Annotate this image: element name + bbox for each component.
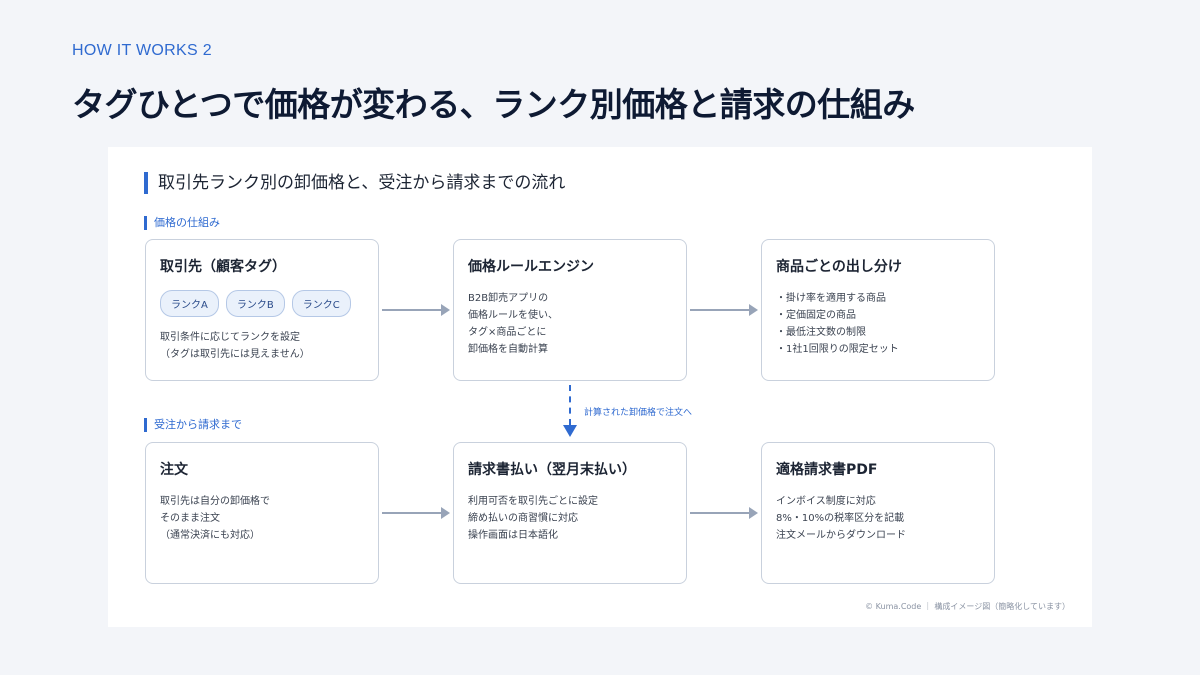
arrow-right-icon (690, 507, 758, 519)
footer-note: © Kuma.Code ｜ 構成イメージ図（簡略化しています） (865, 602, 1070, 611)
card-line: ・掛け率を適用する商品 (776, 293, 886, 304)
rank-tags: ランクA ランクB ランクC (160, 290, 364, 317)
card-qualified-invoice: 適格請求書PDF インボイス制度に対応 8%・10%の税率区分を記載 注文メール… (761, 442, 995, 584)
card-line: 取引先は自分の卸価格で (160, 496, 270, 507)
rank-tag: ランクB (225, 290, 285, 317)
card-line: 取引条件に応じてランクを設定 (160, 332, 300, 343)
panel-heading: 取引先ランク別の卸価格と、受注から請求までの流れ (144, 172, 565, 194)
card-title: 価格ルールエンジン (468, 259, 594, 275)
card-title: 請求書払い（翌月末払い） (468, 462, 636, 478)
card-product-pricing: 商品ごとの出し分け ・掛け率を適用する商品 ・定価固定の商品 ・最低注文数の制限… (761, 239, 995, 381)
card-line: ・最低注文数の制限 (776, 327, 866, 338)
arrow-right-icon (382, 304, 450, 316)
card-line: 締め払いの商習慣に対応 (468, 513, 578, 524)
flow-note: 計算された卸価格で注文へ (584, 408, 693, 418)
card-line: 卸価格を自動計算 (468, 344, 548, 355)
card-line: そのまま注文 (160, 513, 220, 524)
card-line: タグ×商品ごとに (468, 327, 547, 338)
diagram-panel: 取引先ランク別の卸価格と、受注から請求までの流れ 価格の仕組み 取引先（顧客タグ… (108, 147, 1092, 627)
arrow-right-icon (690, 304, 758, 316)
card-client: 取引先（顧客タグ） ランクA ランクB ランクC 取引条件に応じてランクを設定 … (145, 239, 379, 381)
card-price-engine: 価格ルールエンジン B2B卸売アプリの 価格ルールを使い、 タグ×商品ごとに 卸… (453, 239, 687, 381)
eyebrow-label: HOW IT WORKS 2 (72, 42, 212, 59)
rank-tag: ランクC (291, 290, 351, 317)
page-title: タグひとつで価格が変わる、ランク別価格と請求の仕組み (72, 85, 915, 124)
card-line: インボイス制度に対応 (776, 496, 876, 507)
card-line: 価格ルールを使い、 (468, 310, 558, 321)
card-title: 適格請求書PDF (776, 462, 878, 478)
card-line: 注文メールからダウンロード (776, 530, 906, 541)
card-line: 8%・10%の税率区分を記載 (776, 513, 905, 524)
card-line: ・定価固定の商品 (776, 310, 856, 321)
card-line: B2B卸売アプリの (468, 293, 549, 304)
card-order: 注文 取引先は自分の卸価格で そのまま注文 （通常決済にも対応） (145, 442, 379, 584)
card-line: 操作画面は日本語化 (468, 530, 558, 541)
card-line: 利用可否を取引先ごとに設定 (468, 496, 598, 507)
arrow-down-icon (563, 385, 577, 437)
card-title: 注文 (160, 462, 188, 478)
card-line: （通常決済にも対応） (160, 530, 260, 541)
card-title: 取引先（顧客タグ） (160, 259, 286, 275)
card-line: （タグは取引先には見えません） (160, 349, 310, 360)
section-label-pricing: 価格の仕組み (144, 216, 220, 230)
arrow-right-icon (382, 507, 450, 519)
card-line: ・1社1回限りの限定セット (776, 344, 899, 355)
section-label-billing: 受注から請求まで (144, 418, 242, 432)
card-title: 商品ごとの出し分け (776, 259, 902, 275)
rank-tag: ランクA (160, 290, 219, 317)
card-invoice-payment: 請求書払い（翌月末払い） 利用可否を取引先ごとに設定 締め払いの商習慣に対応 操… (453, 442, 687, 584)
